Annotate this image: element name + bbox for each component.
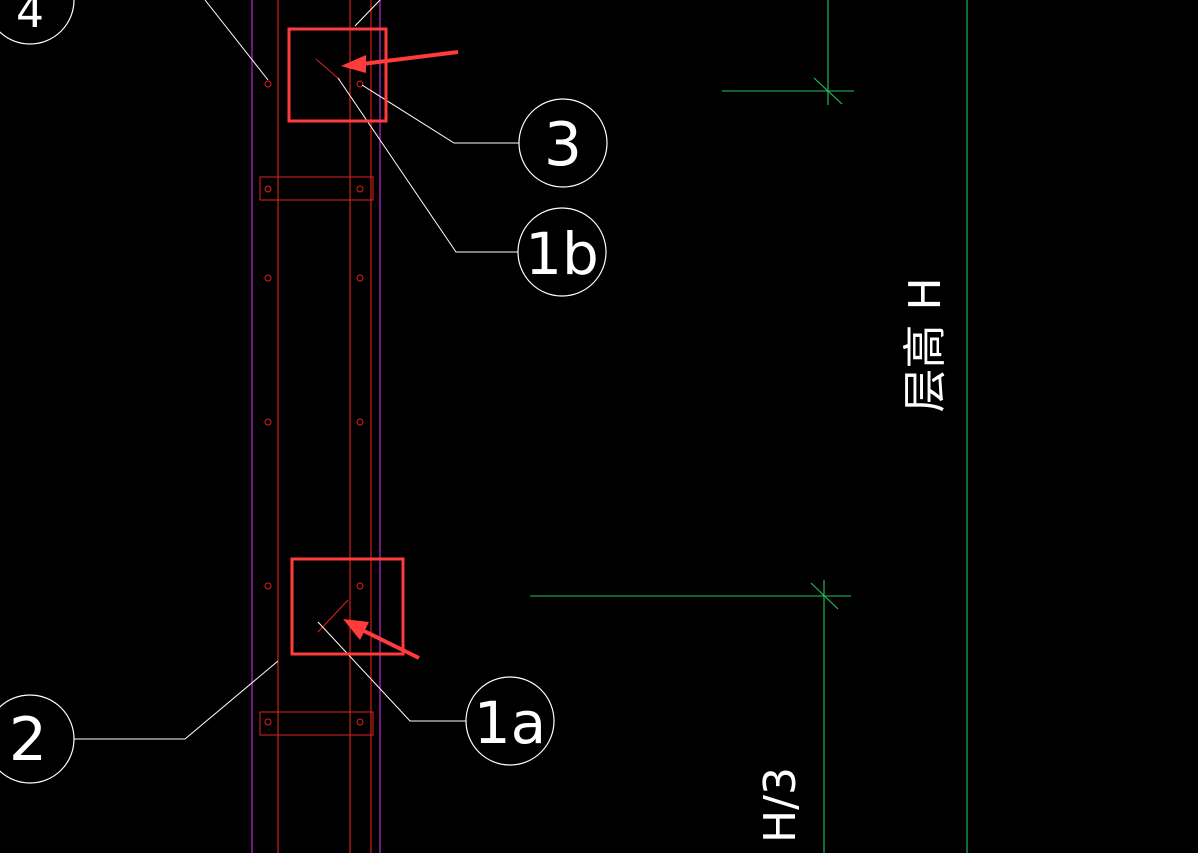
leader-1a	[317, 621, 466, 722]
diagonal-marks	[315, 58, 349, 633]
callout-1a-label: 1a	[474, 689, 546, 757]
callout-1a: 1a	[465, 676, 555, 766]
callout-2: 2	[0, 694, 75, 784]
annotation-bottom	[290, 557, 420, 660]
highlight-box-top	[287, 27, 388, 123]
arrow-top-shaft	[361, 50, 459, 66]
callout-1b: 1b	[517, 207, 607, 297]
callout-4-label: 4	[16, 0, 44, 38]
leader-top-right	[354, 0, 381, 27]
green-dimension-lines	[530, 0, 968, 853]
leader-1b	[337, 77, 518, 253]
highlight-box-bottom	[290, 557, 405, 656]
bracket-plate-bottom	[259, 711, 374, 736]
magenta-column-lines	[251, 0, 381, 853]
leader-4	[204, 0, 269, 81]
red-column-lines	[277, 0, 372, 853]
bracket-plate-top	[259, 176, 374, 201]
third-height-label: H/3	[755, 767, 806, 843]
floor-height-label: 层高 H	[900, 277, 951, 412]
leader-3	[361, 84, 519, 144]
arrow-bottom-shaft	[361, 628, 420, 660]
callout-3-label: 3	[544, 110, 582, 180]
bolt-holes	[264, 80, 364, 590]
arrow-bottom-head-icon	[343, 619, 369, 640]
callout-3: 3	[518, 98, 608, 188]
bracket-plates	[259, 176, 374, 736]
annotation-top	[287, 27, 459, 123]
callouts: 4 3 1b 2 1a	[0, 0, 608, 784]
leader-lines	[74, 0, 519, 740]
arrow-top-head-icon	[341, 55, 366, 73]
callout-2-label: 2	[9, 705, 47, 775]
callout-4: 4	[0, 0, 75, 45]
leader-2	[74, 660, 279, 740]
callout-1b-label: 1b	[525, 220, 599, 288]
